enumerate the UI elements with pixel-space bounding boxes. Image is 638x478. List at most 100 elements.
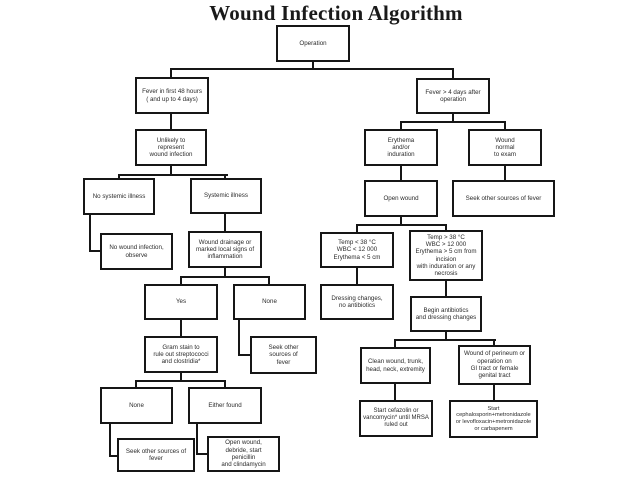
connector-line — [452, 114, 454, 122]
node-openwound: Open wound — [364, 180, 438, 217]
node-label-line: necrosis — [434, 270, 458, 278]
node-label-line: marked local signs of — [195, 245, 255, 253]
node-label-line: observe — [125, 251, 148, 259]
connector-line — [180, 373, 182, 381]
node-label-line: vancomycin* until MRSA — [363, 414, 429, 421]
connector-line — [180, 276, 270, 278]
connector-line — [238, 320, 240, 356]
node-label-line: operation — [440, 96, 466, 103]
connector-line — [493, 385, 495, 400]
node-label-line: fever — [149, 455, 163, 462]
node-label-line: and/or — [392, 143, 410, 151]
connector-line — [238, 354, 251, 356]
node-label-line: and clindamycin — [221, 461, 266, 469]
node-nosystemic: No systemic illness — [83, 178, 155, 215]
node-label-line: Clean wound, trunk, — [367, 358, 424, 366]
connector-line — [224, 268, 226, 278]
node-label-line: with induration or any — [416, 262, 476, 270]
node-label-line: cephalosporin+metronidazole — [456, 412, 531, 419]
connector-line — [445, 224, 447, 230]
node-operation: Operation — [276, 25, 350, 62]
node-label-line: Unlikely to — [156, 136, 186, 144]
node-label-line: debride, start — [225, 446, 262, 454]
connector-line — [89, 250, 101, 252]
connector-line — [224, 214, 226, 231]
node-label-line: Wound — [495, 136, 515, 144]
node-label-line: Fever in first 48 hours — [142, 88, 202, 96]
node-label-line: to exam — [493, 151, 516, 159]
connector-line — [445, 281, 447, 296]
connector-line — [394, 339, 396, 347]
connector-line — [394, 339, 496, 341]
node-label-line: None — [129, 401, 144, 409]
node-label-line: Open wound — [383, 194, 419, 202]
node-label-line: represent — [157, 143, 185, 151]
node-nonebottom: None — [100, 387, 173, 424]
node-label-line: penicillin — [231, 454, 256, 461]
connector-line — [196, 453, 208, 455]
node-label-line: inflammation — [207, 253, 243, 261]
connector-line — [504, 121, 506, 129]
node-label-line: GI tract or female — [470, 365, 519, 372]
node-nonemid: None — [233, 284, 306, 320]
node-label-line: Yes — [175, 298, 187, 306]
node-label-line: head, neck, extremity — [366, 365, 425, 373]
connector-line — [196, 424, 198, 455]
connector-line — [135, 380, 137, 387]
connector-line — [170, 68, 454, 70]
connector-line — [400, 121, 402, 129]
node-label-line: Seek other sources of — [125, 447, 187, 455]
node-label-line: Wound of perineum or — [463, 350, 526, 358]
connector-line — [180, 320, 182, 336]
node-seekright: Seek other sources of fever — [452, 180, 555, 217]
node-label-line: Erythema > 5 cm from — [415, 248, 477, 256]
connector-line — [118, 174, 120, 178]
connector-line — [493, 339, 495, 345]
node-systemic: Systemic illness — [190, 178, 262, 214]
node-label-line: No systemic illness — [92, 192, 146, 200]
node-label-line: wound infection — [149, 151, 193, 159]
node-label-line: Start — [487, 405, 500, 412]
connector-line — [452, 68, 454, 78]
connector-line — [135, 380, 226, 382]
node-label-line: Open wound, — [225, 439, 262, 447]
connector-line — [180, 276, 182, 284]
connector-line — [170, 114, 172, 129]
node-eitherfound: Either found — [188, 387, 262, 424]
node-label-line: Erythema — [387, 136, 415, 144]
connector-line — [400, 217, 402, 225]
node-label-line: Fever > 4 days after — [425, 88, 481, 96]
node-label-line: Start cefazolin or — [373, 407, 419, 414]
node-label-line: Erythema < 5 cm — [333, 253, 381, 261]
node-label-line: fever — [276, 358, 291, 366]
page-title: Wound Infection Algorithm — [209, 1, 463, 25]
node-yes: Yes — [144, 284, 218, 320]
connector-line — [356, 268, 358, 284]
connector-line — [394, 384, 396, 400]
connector-line — [224, 380, 226, 387]
node-label-line: Dressing changes, — [331, 294, 383, 302]
node-label-line: Operation — [299, 39, 327, 47]
node-label-line: Temp > 38 °C — [427, 233, 465, 241]
node-label-line: WBC > 12 000 — [425, 240, 467, 248]
node-label-line: sources of — [269, 351, 298, 359]
node-label-line: Wound drainage or — [198, 238, 252, 246]
connector-line — [170, 166, 172, 176]
node-label-line: No wound infection, — [109, 244, 164, 252]
node-label-line: operation on — [477, 357, 512, 365]
node-cleanwound: Clean wound, trunk,head, neck, extremity — [360, 347, 431, 384]
node-label-line: Temp < 38 °C — [338, 239, 376, 247]
node-label-line: Seek other — [268, 344, 299, 352]
node-label-line: Gram stain to — [162, 343, 200, 351]
